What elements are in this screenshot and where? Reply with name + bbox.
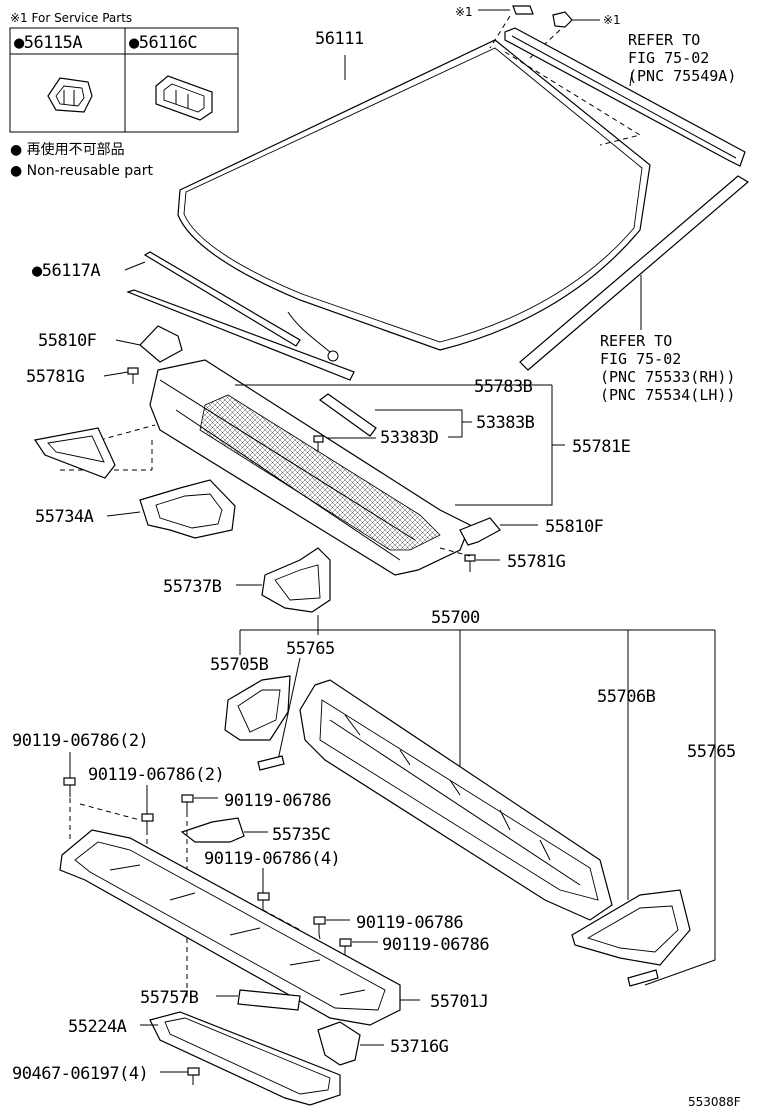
ref-text-2-line4: (PNC 75534(LH)): [600, 386, 735, 404]
label-53383D: 53383D: [380, 428, 439, 448]
sensor-cable: [287, 311, 331, 353]
label-bolt-b1: 90119-06786(2): [12, 731, 148, 751]
group-bracket-55700: [239, 629, 716, 986]
label-55224A: 55224A: [68, 1017, 127, 1037]
label-55757B: 55757B: [140, 988, 199, 1008]
label-55701J: 55701J: [430, 992, 488, 1012]
figure-code: 553088F: [688, 1095, 741, 1109]
label-55781E: 55781E: [572, 437, 631, 457]
label-bolt-b2: 90119-06786(2): [88, 765, 224, 785]
cowl-louver: [149, 359, 471, 576]
ref-text-2-line1: REFER TO: [600, 332, 672, 350]
label-55737B: 55737B: [163, 577, 222, 597]
service-parts-box: ※1 For Service Parts ●56115A ●56116C: [9, 11, 239, 133]
mark-service-2: ※1: [603, 13, 621, 27]
label-55783B: 55783B: [474, 377, 533, 397]
label-55765-top: 55765: [286, 639, 335, 659]
legend-non-reusable: ● Non-reusable part: [10, 163, 153, 179]
label-55810F-left: 55810F: [38, 331, 97, 351]
label-bolt-b5: 90119-06786: [356, 913, 463, 933]
service-parts-header: ※1 For Service Parts: [10, 11, 132, 25]
bolt-b6-icon: [339, 938, 352, 956]
ref-text-2-line3: (PNC 75533(RH)): [600, 368, 735, 386]
legend-japanese: ● 再使用不可部品: [10, 141, 125, 158]
bracket-55810F-left: [139, 325, 183, 363]
bolt-b3-icon: [181, 794, 194, 812]
lower-moulding-56117A: [143, 251, 301, 347]
cowl-seal-55224A: [149, 1011, 341, 1106]
bolt-b4-icon: [257, 892, 270, 910]
weatherstrip: [126, 289, 355, 381]
screw-55781G-left-icon: [127, 367, 139, 384]
part-label-56115A: ●56115A: [14, 33, 82, 53]
label-bolt-b4: 90119-06786(4): [204, 849, 340, 869]
clip-56116C-drawing: [155, 75, 213, 121]
label-bolt-b6: 90119-06786: [382, 935, 489, 955]
bolt-b5-icon: [313, 916, 326, 934]
ref-text-1-line3: (PNC 75549A): [628, 67, 736, 85]
label-55781G-left: 55781G: [26, 367, 85, 387]
label-53716G: 53716G: [390, 1037, 449, 1057]
bracket-53716G: [317, 1021, 361, 1066]
label-55705B: 55705B: [210, 655, 269, 675]
bolt-b1-icon: [63, 777, 76, 797]
part-label-56116C: ●56116C: [129, 33, 197, 53]
ref-text-2-line2: FIG 75-02: [600, 350, 681, 368]
bracket-55810F-right: [459, 517, 501, 546]
clip-90467-icon: [187, 1067, 200, 1085]
clip-56115A-drawing: [47, 77, 93, 113]
plate-55765-left: [257, 755, 285, 771]
label-55734A: 55734A: [35, 507, 94, 527]
label-55700: 55700: [431, 608, 480, 628]
label-55765-right: 55765: [687, 742, 736, 762]
cowl-lower-panel: [59, 829, 401, 1026]
cowl-panel: [299, 679, 613, 921]
weatherstrip-piece: [318, 393, 377, 437]
label-55810F-right: 55810F: [545, 517, 604, 537]
label-55781G-right: 55781G: [507, 552, 566, 572]
clip-top-icon: [512, 5, 534, 15]
plate-55765-right: [627, 969, 659, 987]
bolt-b2-icon: [141, 813, 154, 830]
sensor-connector-icon: [327, 350, 339, 362]
ref-text-1-line1: REFER TO: [628, 31, 700, 49]
label-bolt-b3: 90119-06786: [224, 791, 331, 811]
label-53383B: 53383B: [476, 413, 535, 433]
label-clip-90467: 90467-06197(4): [12, 1064, 148, 1084]
ref-text-1-line2: FIG 75-02: [628, 49, 709, 67]
pad-55757B: [237, 989, 301, 1011]
screw-55781G-right-icon: [464, 554, 476, 572]
mark-service-1: ※1: [455, 5, 473, 19]
label-55706B: 55706B: [597, 687, 656, 707]
label-55735C: 55735C: [272, 825, 330, 845]
clip-bolt-top-icon: [552, 11, 600, 28]
bracket-55735C: [180, 817, 245, 843]
windshield-glass: [177, 39, 651, 351]
label-56117A: ●56117A: [32, 261, 100, 281]
clip-53383D-icon: [313, 435, 324, 452]
label-56111: 56111: [315, 29, 364, 49]
side-moulding: [519, 175, 750, 371]
